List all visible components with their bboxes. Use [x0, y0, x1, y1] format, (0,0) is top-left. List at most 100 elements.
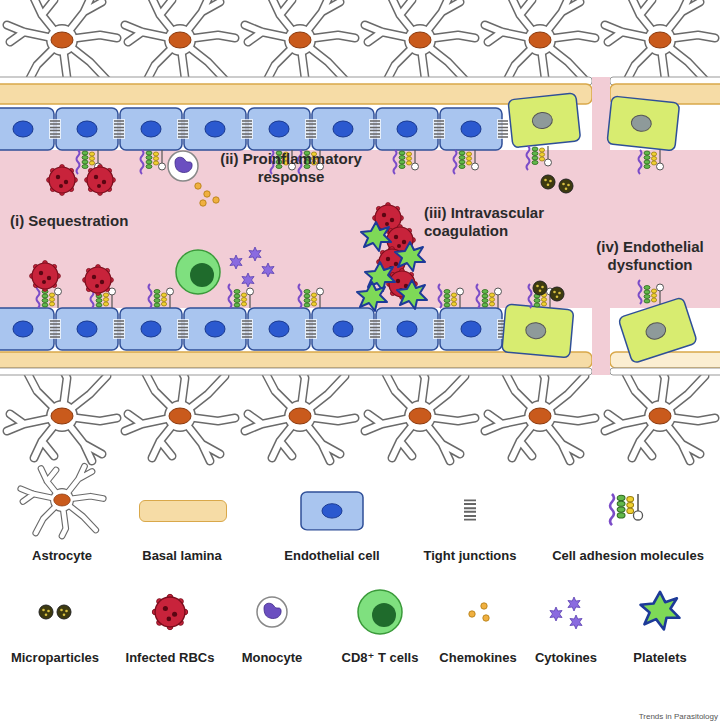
endothelial-cell: [440, 308, 502, 350]
watermark: Trends in Parasitology: [600, 712, 718, 722]
vessel-lumen: [0, 150, 720, 308]
legend-cytokine: [570, 615, 582, 629]
astrocyte: [605, 368, 715, 461]
endothelial-cell: [376, 308, 438, 350]
legend-chemokine: [481, 603, 487, 609]
adhesion-molecules: [229, 284, 254, 308]
platelet: [361, 222, 391, 251]
microparticle: [541, 175, 555, 189]
tight-junction: [305, 319, 317, 339]
endothelial-cell: [56, 108, 118, 150]
legend-microparticle: [57, 605, 71, 619]
barrier-gap: [592, 77, 610, 375]
tight-junction: [113, 319, 125, 339]
cytokine: [242, 273, 254, 287]
legend-cytokine: [550, 607, 562, 621]
endothelial-cell: [0, 108, 54, 150]
legend-platelet: [641, 592, 680, 630]
legend-cd8-t-cell: [358, 590, 402, 634]
legend-chemokine: [469, 611, 475, 617]
legend-endothelial-cell: [301, 492, 363, 530]
adhesion-molecules: [639, 280, 664, 304]
adhesion-molecules: [477, 284, 502, 308]
legend-label: Endothelial cell: [242, 548, 422, 564]
process-label: (iii) Intravascular coagulation: [424, 204, 584, 240]
endothelial-cell: [376, 108, 438, 150]
legend-label: Infected RBCs: [80, 650, 260, 666]
adhesion-molecules: [527, 146, 552, 170]
endothelial-cell: [248, 108, 310, 150]
activated-endothelial-cell: [618, 297, 698, 364]
process-label: (iv) Endothelial dysfunction: [582, 238, 718, 274]
infected-rbc: [83, 265, 114, 296]
tight-junction: [177, 319, 189, 339]
legend-adhesion-molecules: [610, 494, 643, 525]
tight-junction: [433, 119, 445, 139]
adhesion-molecules: [454, 150, 479, 174]
activated-endothelial-cell: [502, 304, 574, 358]
infected-rbcs: [30, 165, 116, 296]
tight-junction: [241, 119, 253, 139]
adhesion-molecules: [394, 150, 419, 174]
tight-junction: [369, 119, 381, 139]
legend-label: Cytokines: [476, 650, 656, 666]
endothelial-cell: [56, 308, 118, 350]
adhesion-molecules: [149, 284, 174, 308]
platelet: [395, 242, 425, 271]
tight-junction: [305, 119, 317, 139]
legend-label: Tight junctions: [380, 548, 560, 564]
legend-astrocyte: [21, 466, 104, 536]
astrocyte: [245, 0, 355, 88]
adhesion-molecules: [639, 150, 664, 174]
chemokine: [195, 183, 201, 189]
endothelial-cell: [312, 108, 374, 150]
basal-lamina: [0, 77, 720, 375]
cytokine: [249, 247, 261, 261]
adhesion-molecules: [141, 150, 166, 174]
chemokine: [213, 197, 219, 203]
process-label: (i) Sequestration: [10, 212, 180, 230]
legend-infected-rbc: [152, 594, 187, 629]
legend-cytokine: [568, 597, 580, 611]
endothelial-cell: [0, 308, 54, 350]
cytokine: [230, 255, 242, 269]
activated-endothelial-cell: [607, 96, 680, 151]
legend-monocyte: [257, 597, 287, 627]
process-label: (ii) Proinflammatory response: [206, 150, 376, 186]
legend-label: Astrocyte: [0, 548, 152, 564]
tight-junction: [113, 119, 125, 139]
tight-junction: [49, 119, 61, 139]
astrocyte: [365, 0, 475, 88]
astrocytes-top: [7, 0, 715, 88]
endothelial-cell: [312, 308, 374, 350]
endothelial-cell: [440, 108, 502, 150]
chemokine: [204, 191, 210, 197]
endothelium-bottom: [0, 284, 509, 350]
adhesion-molecules: [299, 284, 324, 308]
platelet: [357, 282, 387, 311]
cd8-t-cell: [176, 250, 220, 294]
astrocyte: [365, 368, 475, 461]
endothelial-cell: [248, 308, 310, 350]
adhesion-molecules: [439, 284, 464, 308]
infected-rbc: [47, 165, 78, 196]
activated-endothelial-cell: [508, 93, 581, 148]
legend-label: Platelets: [570, 650, 720, 666]
microparticles: [533, 175, 573, 301]
platelet: [397, 280, 427, 309]
endothelial-cell: [184, 308, 246, 350]
astrocytes-bottom: [7, 368, 715, 461]
legend-tight-junction: [463, 498, 477, 522]
tight-junction: [433, 319, 445, 339]
microparticle: [533, 281, 547, 295]
astrocyte: [7, 368, 117, 461]
legend-label: Monocyte: [182, 650, 362, 666]
legend-swatch: [139, 500, 227, 522]
tight-junction: [177, 119, 189, 139]
astrocyte: [485, 368, 595, 461]
legend-label: Basal lamina: [92, 548, 272, 564]
astrocyte: [245, 368, 355, 461]
tight-junction: [497, 119, 509, 139]
